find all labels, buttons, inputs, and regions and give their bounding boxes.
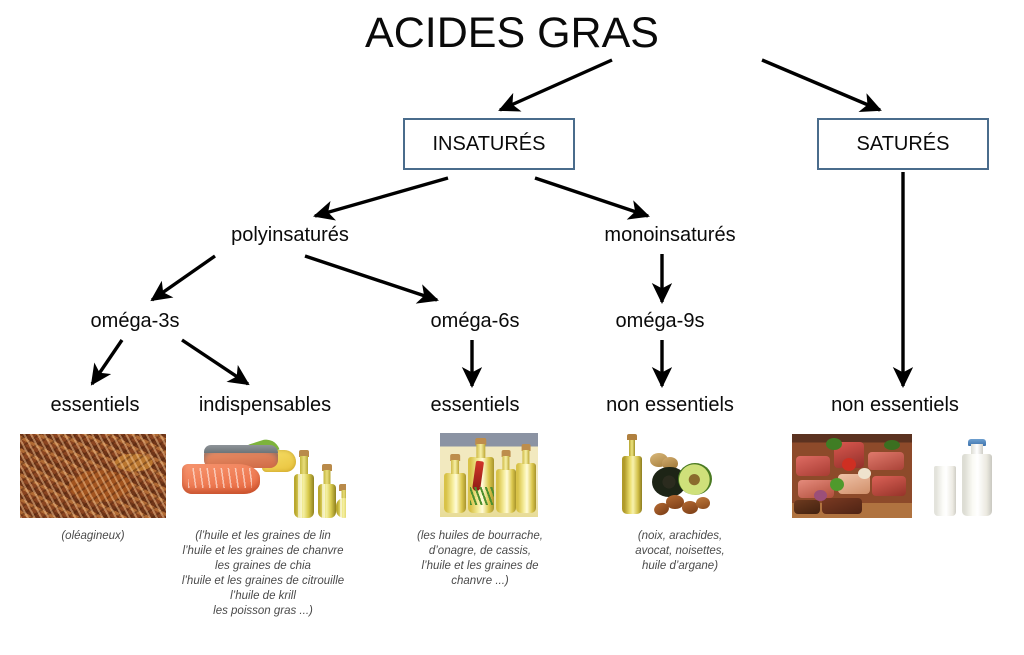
node-polyinsatures: polyinsaturés <box>231 224 349 246</box>
caption-omega3-sources: (l’huile et les graines de lin l’huile e… <box>181 530 345 617</box>
oil-bottle-4 <box>516 444 536 513</box>
garlic-icon <box>858 468 871 479</box>
walnut <box>662 457 678 470</box>
oil-bottle-1 <box>444 454 466 513</box>
page-title: ACIDES GRAS <box>365 9 659 57</box>
node-insatures[interactable]: INSATURÉS <box>403 118 575 170</box>
nuts-texture <box>20 434 166 518</box>
bottle-body <box>294 474 314 518</box>
herbs-icon <box>470 487 494 505</box>
caption-omega9-sources: (noix, arachides, avocat, noisettes, hui… <box>635 530 725 572</box>
raw-meat-platter-photo <box>792 434 912 518</box>
dark-meat <box>794 500 820 514</box>
nut <box>696 497 710 509</box>
parsley-icon <box>826 438 842 450</box>
cork-icon <box>299 450 309 457</box>
arrow-title-to-insatures <box>498 58 613 112</box>
argan-oil-bottle <box>622 456 642 514</box>
pepper-icon <box>830 478 844 491</box>
parsley-icon <box>884 440 900 450</box>
salmon-steak <box>204 445 278 468</box>
oil-avocado-nuts-photo <box>614 433 714 518</box>
bottle-neck <box>323 470 331 486</box>
arrow-poly-to-omega3 <box>150 254 216 302</box>
cork-icon <box>339 484 346 491</box>
avocado-half <box>678 463 712 495</box>
meat-cut <box>796 456 830 476</box>
bottle-neck <box>629 440 635 456</box>
meat-cut <box>872 476 906 496</box>
arrow-title-to-satures <box>761 58 882 112</box>
pork-chop <box>838 474 870 494</box>
node-non-essentiels-omega9: non essentiels <box>606 394 734 416</box>
oil-bottle-3 <box>496 450 516 513</box>
dark-meat <box>822 498 862 514</box>
cork-icon <box>627 434 637 440</box>
node-omega-9s: oméga-9s <box>615 310 705 332</box>
node-omega-6s: oméga-6s <box>430 310 520 332</box>
arrow-insatures-to-poly <box>313 176 449 221</box>
oil-bottle-small <box>336 484 346 518</box>
arrow-omega3-to-essentiels <box>90 339 124 386</box>
bottle-body <box>336 498 346 518</box>
node-omega-3s: oméga-3s <box>90 310 180 332</box>
bottle-body <box>318 484 336 518</box>
bottle-neck <box>971 444 983 456</box>
bottle-neck <box>300 456 308 478</box>
caption-omega6-sources: (les huiles de bourrache, d’onagre, de c… <box>417 530 543 587</box>
oil-bottle-medium <box>318 464 336 518</box>
bottle-cap-icon <box>968 439 986 446</box>
milk-bottle-and-glass-photo <box>930 436 1000 518</box>
arrow-omega3-to-indispensables <box>181 338 250 386</box>
meat-cut <box>868 452 904 470</box>
salmon-fillet <box>182 464 260 494</box>
node-essentiels-omega6: essentiels <box>430 394 520 416</box>
node-essentiels-omega3: essentiels <box>50 394 140 416</box>
nut <box>682 501 698 514</box>
almonds-nuts-photo <box>20 434 166 518</box>
milk-glass <box>934 466 956 516</box>
oil-bottle-large <box>294 450 314 518</box>
bottle-neck <box>341 490 346 499</box>
node-non-essentiels-satures: non essentiels <box>831 394 959 416</box>
arrow-insatures-to-mono <box>534 176 650 220</box>
node-monoinsatures: monoinsaturés <box>604 224 736 246</box>
caption-oleagineux: (oléagineux) <box>61 530 125 542</box>
node-satures[interactable]: SATURÉS <box>817 118 989 170</box>
infused-oil-bottles-photo <box>440 433 538 517</box>
onion-icon <box>814 490 827 501</box>
nut <box>666 495 684 509</box>
salmon-and-oil-bottles-photo <box>176 432 346 520</box>
cork-icon <box>322 464 332 471</box>
arrow-poly-to-omega6 <box>304 254 439 304</box>
tomato-icon <box>842 458 856 471</box>
milk-bottle <box>962 454 992 516</box>
node-indispensables-omega3: indispensables <box>198 394 332 416</box>
